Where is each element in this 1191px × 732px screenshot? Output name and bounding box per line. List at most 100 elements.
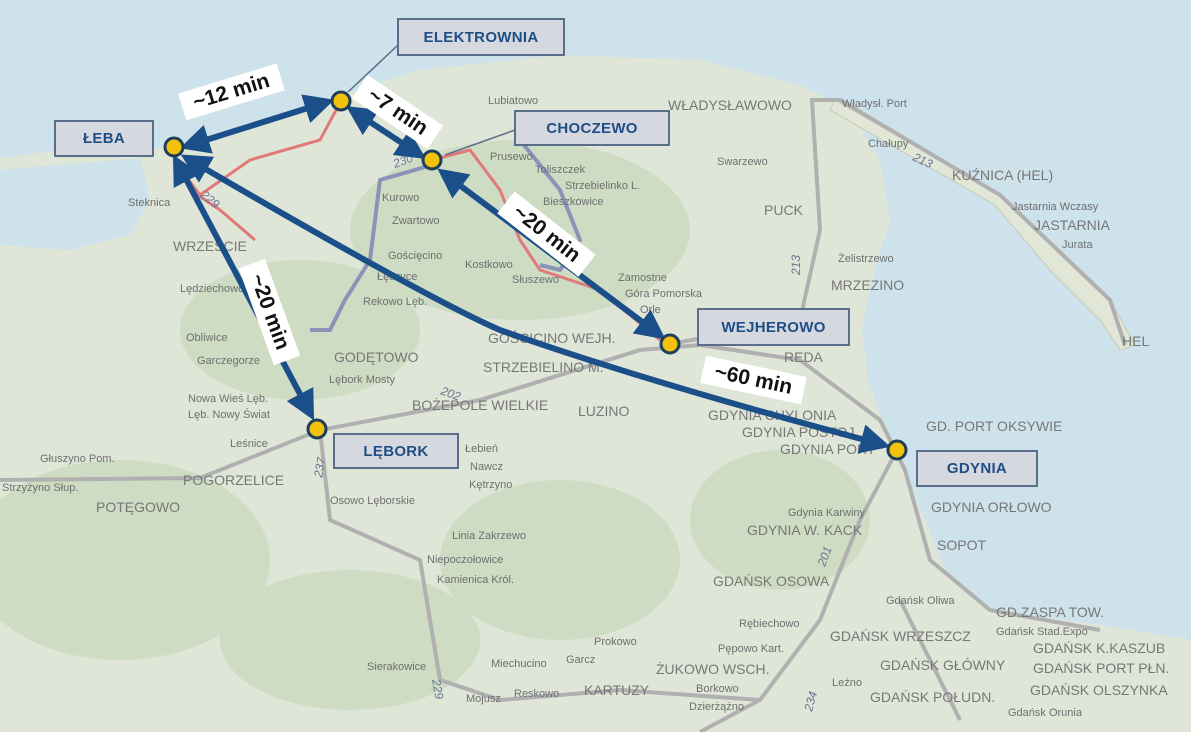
place-label: Sierakowice — [367, 661, 426, 673]
place-label: Leźno — [832, 677, 862, 689]
station-marker-choczewo[interactable] — [421, 149, 443, 171]
place-label: SOPOT — [937, 537, 986, 553]
place-label: HEL — [1122, 333, 1149, 349]
railway-line-number: 213 — [789, 255, 803, 276]
place-label: Osowo Lęborskie — [330, 495, 415, 507]
railway-line-number: 234 — [801, 689, 820, 713]
place-label: GD.ZASPA TOW. — [996, 604, 1104, 620]
place-label: Steknica — [128, 197, 171, 209]
place-label: GDAŃSK PORT PŁN. — [1033, 660, 1169, 676]
place-label: GDAŃSK OSOWA — [713, 573, 830, 589]
place-label: KUŹNICA (HEL) — [952, 167, 1053, 183]
place-label: Jurata — [1062, 239, 1093, 251]
arrow-leba-gdynia — [180, 154, 891, 454]
place-label: Żelistrzewo — [838, 252, 894, 265]
place-label: Dzierżążno — [689, 701, 744, 713]
place-label: Nawcz — [470, 461, 503, 473]
place-label: Gdańsk Stad.Expo — [996, 626, 1088, 638]
place-label: Prokowo — [594, 636, 637, 648]
place-label: Toliszczek — [535, 164, 586, 176]
railway-line-number: 201 — [814, 544, 834, 569]
place-label: GDYNIA ORŁOWO — [931, 499, 1052, 515]
station-label-gdynia: GDYNIA — [916, 450, 1038, 487]
place-label: GDAŃSK OLSZYNKA — [1030, 682, 1168, 698]
place-label: GODĘTOWO — [334, 349, 419, 365]
place-label: LUZINO — [578, 403, 629, 419]
place-label: Zwartowo — [392, 215, 440, 227]
station-label-lebork: LĘBORK — [333, 433, 459, 469]
place-label: Słuszewo — [512, 274, 559, 286]
place-label: GDAŃSK K.KASZUB — [1033, 640, 1165, 656]
place-label: Prusewo — [490, 151, 533, 163]
place-label: Linia Zakrzewo — [452, 530, 526, 542]
place-label: JASTARNIA — [1034, 217, 1111, 233]
place-label: KARTUZY — [584, 682, 650, 698]
place-label: Gdynia Karwiny — [788, 507, 866, 519]
place-label: POTĘGOWO — [96, 499, 180, 515]
place-label: Gdańsk Oliwa — [886, 595, 955, 607]
place-label: WŁADYSŁAWOWO — [668, 97, 792, 113]
place-label: GDYNIA PORT — [780, 441, 876, 457]
place-label: Rekowo Lęb. — [363, 296, 427, 308]
place-label: Łebień — [465, 443, 498, 455]
place-label: Mojusz — [466, 693, 501, 705]
place-label: Pępowo Kart. — [718, 643, 784, 655]
place-label: Głuszyno Pom. — [40, 453, 115, 465]
place-label: Leśnice — [230, 438, 268, 450]
place-label: Chałupy — [868, 138, 909, 150]
place-label: Swarzewo — [717, 156, 768, 168]
station-label-choczewo: CHOCZEWO — [514, 110, 670, 146]
arrow-elektrownia-choczewo — [345, 106, 427, 159]
place-label: PUCK — [764, 202, 804, 218]
place-label: Orle — [640, 304, 661, 316]
place-label: MRZEZINO — [831, 277, 904, 293]
station-marker-gdynia[interactable] — [886, 439, 908, 461]
place-label: Kamienica Król. — [437, 574, 514, 586]
place-label: Gdańsk Orunia — [1008, 707, 1083, 719]
arrow-leba-elektrownia — [179, 94, 335, 154]
place-label: Strzyżyno Słup. — [2, 482, 78, 494]
place-label: REDA — [784, 349, 824, 365]
place-label: Garczegorze — [197, 355, 260, 367]
place-label: Obliwice — [186, 332, 228, 344]
station-label-leba: ŁEBA — [54, 120, 154, 157]
baltic-sea — [0, 0, 1191, 640]
place-label: GDYNIA W. KACK — [747, 522, 863, 538]
lake-lebsko — [0, 158, 150, 250]
place-label: WRZEŚCIE — [173, 237, 247, 254]
place-label: GDAŃSK GŁÓWNY — [880, 657, 1006, 673]
place-label: Garcz — [566, 654, 595, 666]
place-label: Kurowo — [382, 192, 419, 204]
place-label: Rębiechowo — [739, 618, 800, 630]
place-label: Lędziechowo — [180, 283, 244, 295]
place-label: Kętrzyno — [469, 479, 512, 491]
place-label: POGORZELICE — [183, 472, 284, 488]
place-label: Niepoczołowice — [427, 554, 503, 566]
place-label: Jastarnia Wczasy — [1012, 201, 1099, 213]
callout-lines — [347, 44, 516, 156]
place-label: Góra Pomorska — [625, 288, 703, 300]
place-label: Strzebielinko L. — [565, 180, 640, 192]
place-label: Bieszkowice — [543, 196, 604, 208]
place-label: Władysł. Port — [842, 98, 907, 110]
station-marker-wejherowo[interactable] — [659, 333, 681, 355]
station-label-elektrownia: ELEKTROWNIA — [397, 18, 565, 56]
place-label: GDAŃSK WRZESZCZ — [830, 628, 971, 644]
place-label: GD. PORT OKSYWIE — [926, 418, 1062, 434]
place-label: Lubiatowo — [488, 95, 538, 107]
place-label: BOŻEPOLE WIELKIE — [412, 396, 548, 413]
station-marker-elektrownia[interactable] — [330, 90, 352, 112]
station-marker-leba[interactable] — [163, 136, 185, 158]
railway-line-number: 237 — [311, 455, 329, 479]
place-label: Kostkowo — [465, 259, 513, 271]
place-label: ŻUKOWO WSCH. — [656, 660, 770, 677]
railway-line-number: 229 — [429, 677, 446, 700]
place-label: GDAŃSK POŁUDN. — [870, 689, 995, 705]
place-label: Zamostne — [618, 272, 667, 284]
station-marker-lebork[interactable] — [306, 418, 328, 440]
place-label: Nowa Wieś Lęb. — [188, 393, 268, 405]
place-label: Borkowo — [696, 683, 739, 695]
station-label-wejherowo: WEJHEROWO — [697, 308, 850, 346]
place-label: Miechucino — [491, 658, 547, 670]
place-label: Reskowo — [514, 688, 559, 700]
